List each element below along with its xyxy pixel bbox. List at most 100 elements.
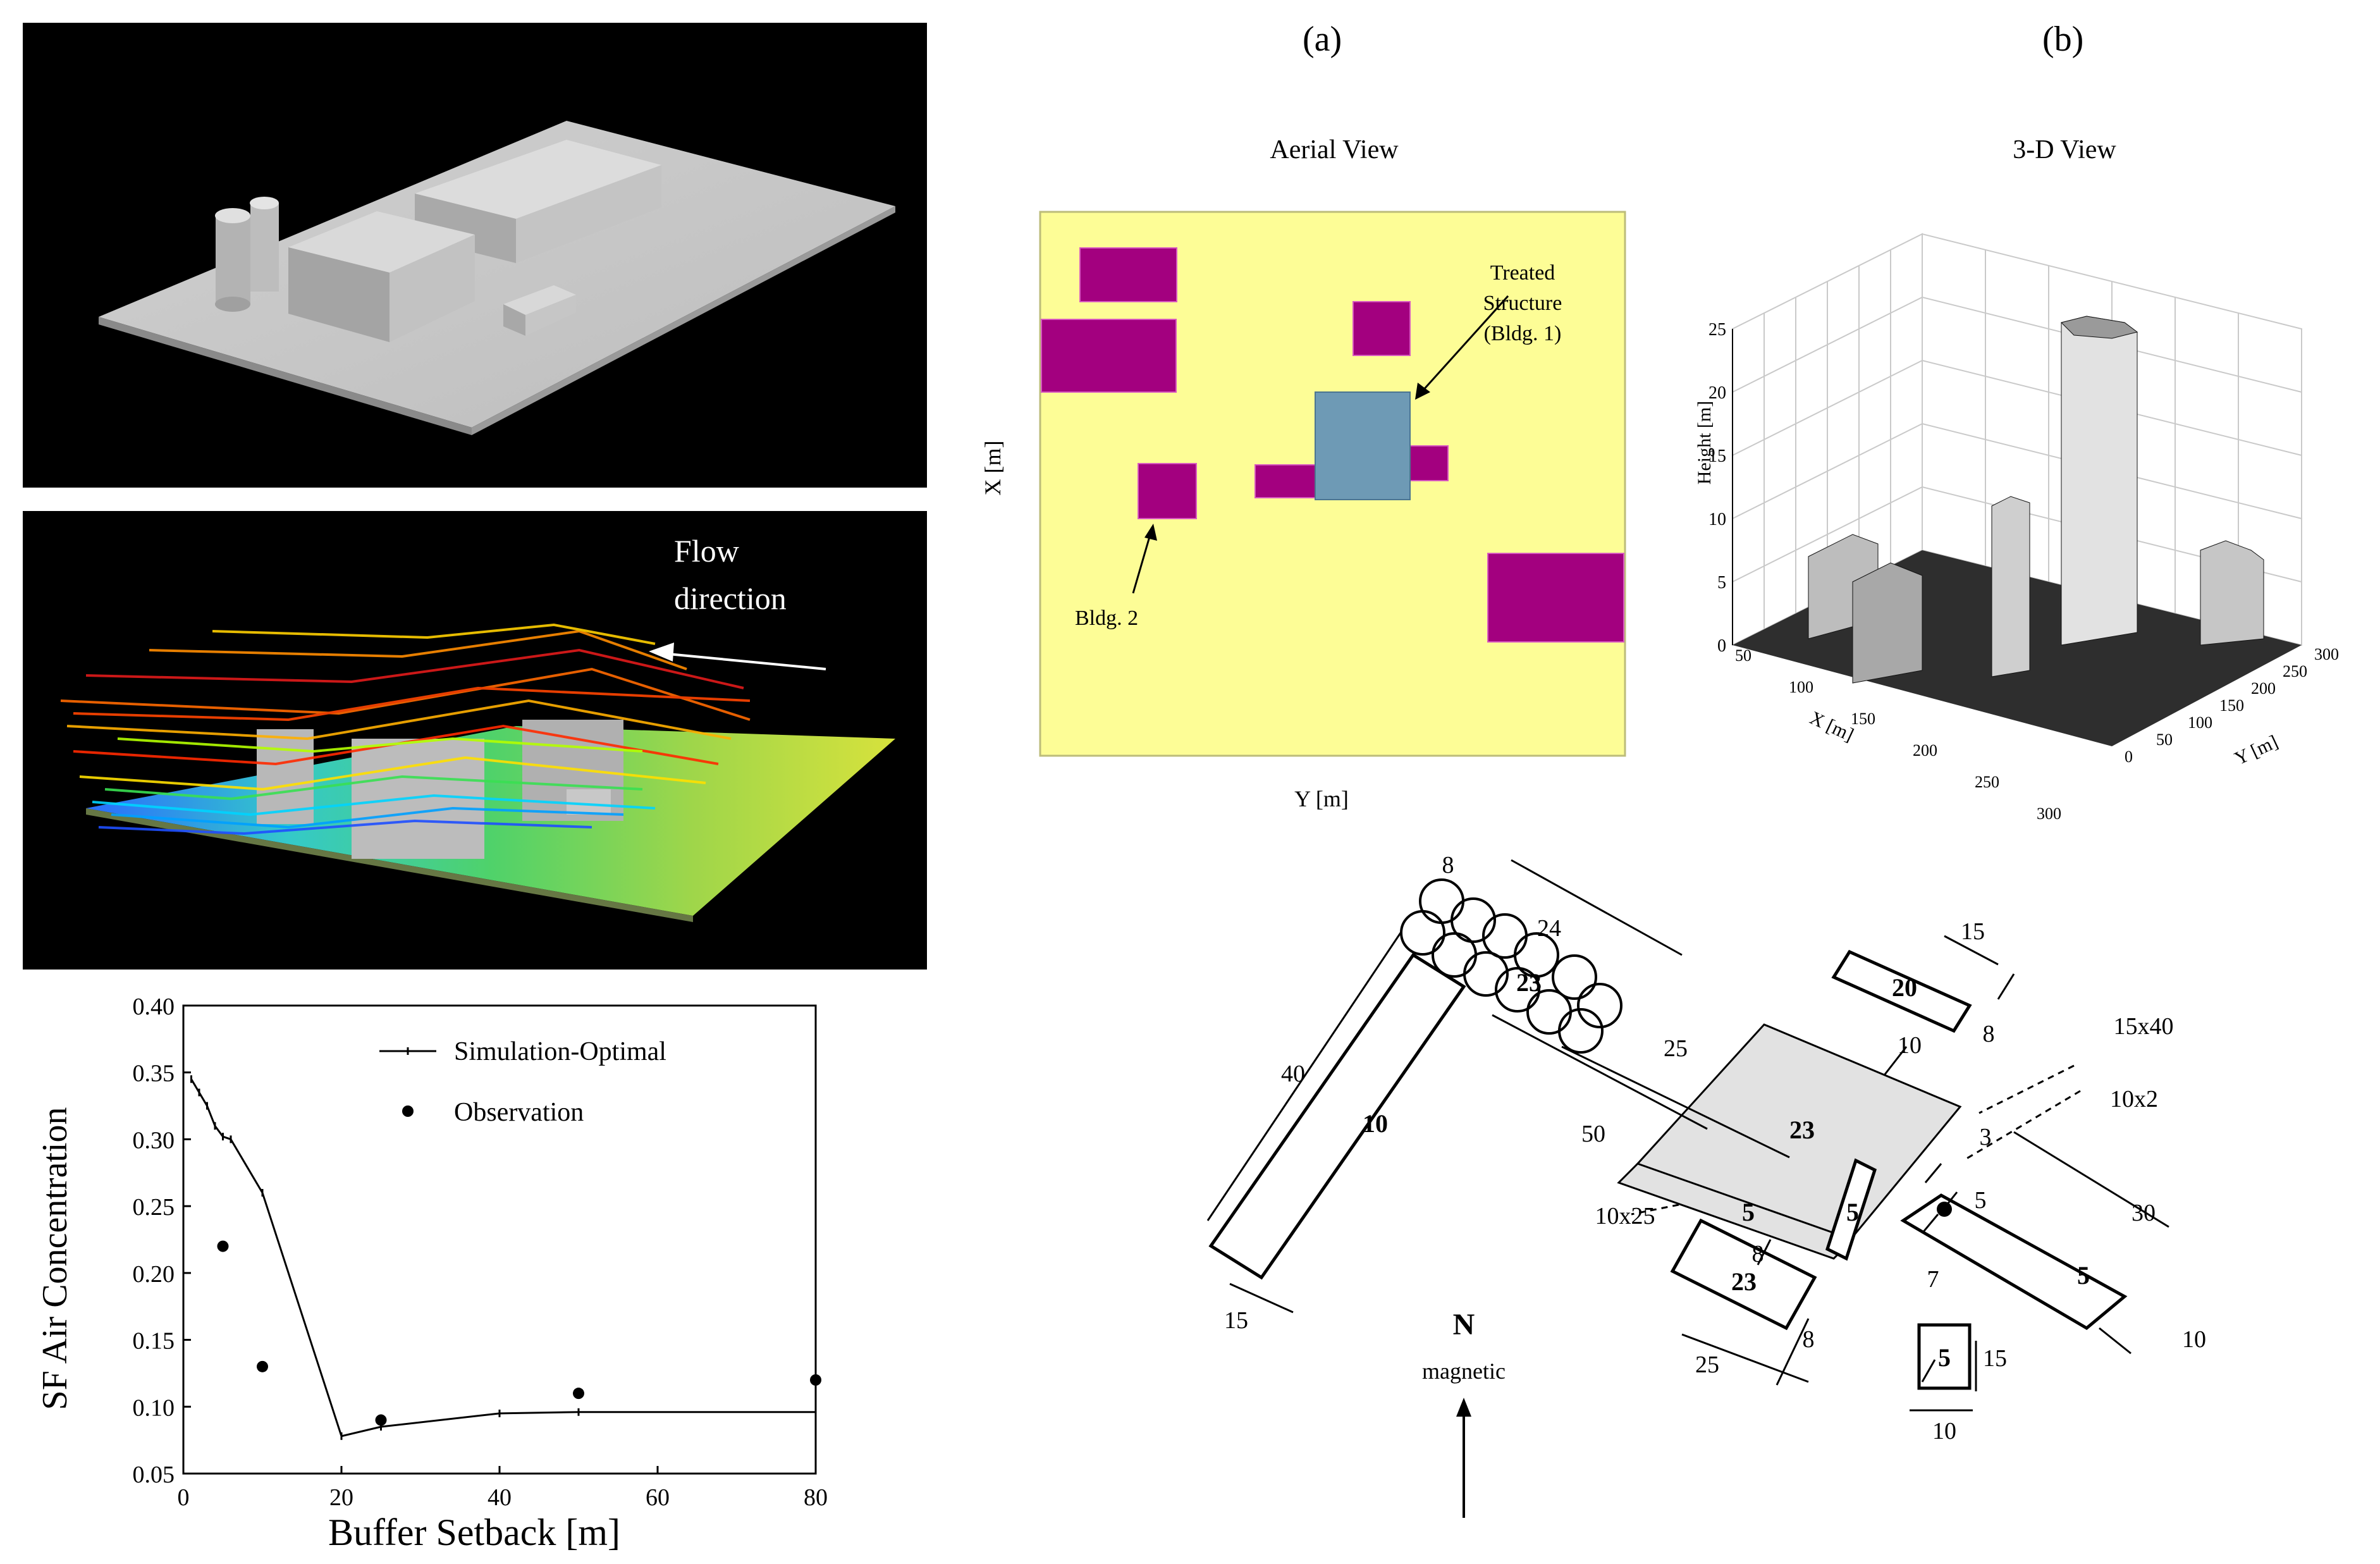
dim-7: 7 [1927, 1266, 1939, 1293]
dim-5a: 5 [1975, 1187, 1987, 1214]
aerial-title: Aerial View [1270, 135, 1399, 164]
label-building-5-right: 5 [2077, 1261, 2090, 1290]
z-tick-label: 0 [1717, 636, 1726, 656]
north-label: N [1453, 1308, 1475, 1341]
y-tick-label: 0.35 [133, 1061, 175, 1087]
label-side5: 5 [1846, 1198, 1859, 1226]
y-tick-label: 0.40 [133, 994, 175, 1020]
dim-15x40: 15x40 [2114, 1013, 2174, 1040]
chart-xlabel: Buffer Setback [m] [328, 1512, 620, 1553]
z-tick-label: 10 [1708, 510, 1726, 529]
z-tick-label: 5 [1717, 573, 1726, 593]
x-tick-label: 0 [178, 1484, 190, 1511]
dim-10x2: 10x2 [2110, 1086, 2158, 1112]
panel-label-b: (b) [2042, 20, 2084, 59]
x-tick-label: 150 [1851, 710, 1875, 728]
y-tick-label: 300 [2314, 645, 2339, 663]
x-tick-label: 200 [1913, 741, 1937, 760]
aerial-xlabel: Y [m] [1294, 786, 1349, 811]
flow-label-line2: direction [674, 581, 787, 616]
y-tick-label: 0.30 [133, 1127, 175, 1154]
aerial-bldg-top-mid [1353, 301, 1411, 356]
aerial-bldg-bottom-right [1487, 553, 1624, 643]
x-tick-label: 300 [2037, 804, 2061, 822]
view3d-zlabel: Height [m] [1694, 401, 1715, 484]
observation-point [217, 1240, 229, 1252]
aerial-bldg-mid-right [1409, 445, 1449, 481]
aerial-ylabel: X [m] [980, 441, 1005, 496]
dim-10c: 10 [2182, 1326, 2206, 1353]
dim-10b: 10 [1932, 1418, 1956, 1444]
label-building-23: 23 [1731, 1267, 1757, 1296]
tank-cluster [1400, 878, 1622, 1054]
z-tick-label: 25 [1708, 320, 1726, 340]
render-buildings-image [99, 121, 895, 435]
render-buildings-panel [23, 23, 927, 488]
observation-point [375, 1414, 387, 1426]
y-tick-label: 0.20 [133, 1261, 175, 1288]
aerial-bldg-top-left [1079, 247, 1177, 302]
observation-point [257, 1360, 268, 1372]
dim-8b: 8 [1983, 1021, 1995, 1047]
aerial-bldg-mid-left [1254, 464, 1316, 498]
dim-3: 3 [1980, 1124, 1992, 1150]
legend-observation: Observation [454, 1098, 584, 1127]
x-tick-label: 20 [329, 1484, 353, 1511]
y-tick-label: 150 [2219, 696, 2244, 715]
y-tick-label: 0.15 [133, 1328, 175, 1355]
dim-24: 24 [1537, 915, 1561, 942]
chart-ylabel: SF Air Concentration [35, 1107, 75, 1410]
dim-30: 30 [2132, 1200, 2156, 1226]
y-tick-label: 250 [2283, 662, 2307, 680]
flow-render-image: Flow direction [60, 533, 895, 922]
x-tick-label: 40 [488, 1484, 512, 1511]
y-tick-label: 0.10 [133, 1395, 175, 1421]
x-tick-label: 80 [804, 1484, 828, 1511]
legend-simulation: Simulation-Optimal [454, 1037, 666, 1066]
dim-15a: 15 [1961, 918, 1985, 945]
aerial-view: Aerial View Treated Structure (Bldg. 1) … [980, 135, 1626, 811]
building-5-right [1900, 1193, 2128, 1331]
flow-render-panel: Flow direction [23, 511, 927, 970]
dim-25a: 25 [1664, 1035, 1688, 1062]
dim-10a: 10 [1898, 1032, 1922, 1059]
x-tick-label: 60 [646, 1484, 670, 1511]
z-tick-label: 20 [1708, 383, 1726, 403]
dim-40: 40 [1281, 1061, 1305, 1087]
building-annex [1617, 1162, 1855, 1260]
label-building-main: 23 [1789, 1116, 1815, 1144]
view3d-title: 3-D View [2013, 135, 2116, 164]
y-tick-label: 200 [2251, 679, 2276, 698]
dim-8c: 8 [1752, 1241, 1764, 1267]
concentration-chart: 0.05 0.10 0.15 0.20 0.25 0.30 0.35 0.40 0 20 40 60 8… [35, 994, 828, 1553]
aerial-treated-structure [1315, 391, 1411, 500]
label-building-10: 10 [1363, 1109, 1388, 1138]
treated-label-3: (Bldg. 1) [1484, 322, 1562, 345]
y-tick-label: 100 [2188, 713, 2212, 732]
building-side5 [1825, 1158, 1877, 1261]
dim-25b: 25 [1695, 1352, 1719, 1378]
label-building-20: 20 [1892, 973, 1917, 1002]
x-tick-label: 250 [1975, 773, 1999, 791]
building-20 [1831, 949, 1972, 1033]
label-tanks: 23 [1516, 968, 1542, 997]
flow-label-line1: Flow [674, 533, 739, 569]
y-tick-label: 0.25 [133, 1194, 175, 1221]
building-5-small [1917, 1323, 1972, 1390]
y-tick-label: 0 [2125, 748, 2133, 766]
treated-label-2: Structure [1483, 292, 1562, 315]
z-tick-label: 15 [1708, 446, 1726, 466]
panel-label-a: (a) [1303, 20, 1342, 59]
dim-15c: 15 [1983, 1345, 2007, 1372]
label-annex: 5 [1742, 1198, 1755, 1226]
y-tick-label: 0.05 [133, 1462, 175, 1488]
building-23 [1670, 1218, 1817, 1331]
aerial-bldg-left [1041, 319, 1177, 393]
x-tick-label: 100 [1789, 678, 1813, 696]
site-plan: N magnetic 10 23 20 23 5 5 23 5 5 8 24 1… [1206, 852, 2206, 1518]
view3d-ylabel: Y [m] [2231, 731, 2281, 769]
aerial-bldg-2 [1138, 463, 1197, 519]
dim-50: 50 [1581, 1121, 1605, 1147]
magnetic-label: magnetic [1422, 1358, 1506, 1384]
